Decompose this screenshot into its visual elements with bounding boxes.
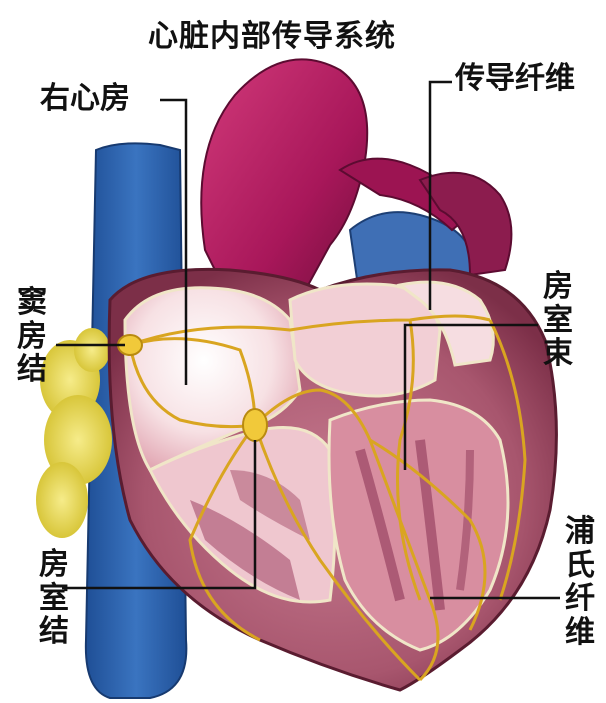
label-conduction-fiber: 传导纤维 bbox=[455, 64, 575, 94]
label-av-node: 房室结 bbox=[36, 548, 72, 649]
page-title: 心脏内部传导系统 bbox=[148, 22, 396, 52]
label-av-bundle: 房室束 bbox=[540, 270, 576, 371]
label-purkinje-fiber: 浦氏纤维 bbox=[562, 515, 598, 649]
av-node bbox=[243, 409, 267, 441]
label-right-atrium: 右心房 bbox=[40, 84, 130, 114]
label-sa-node: 窦房结 bbox=[14, 286, 50, 387]
